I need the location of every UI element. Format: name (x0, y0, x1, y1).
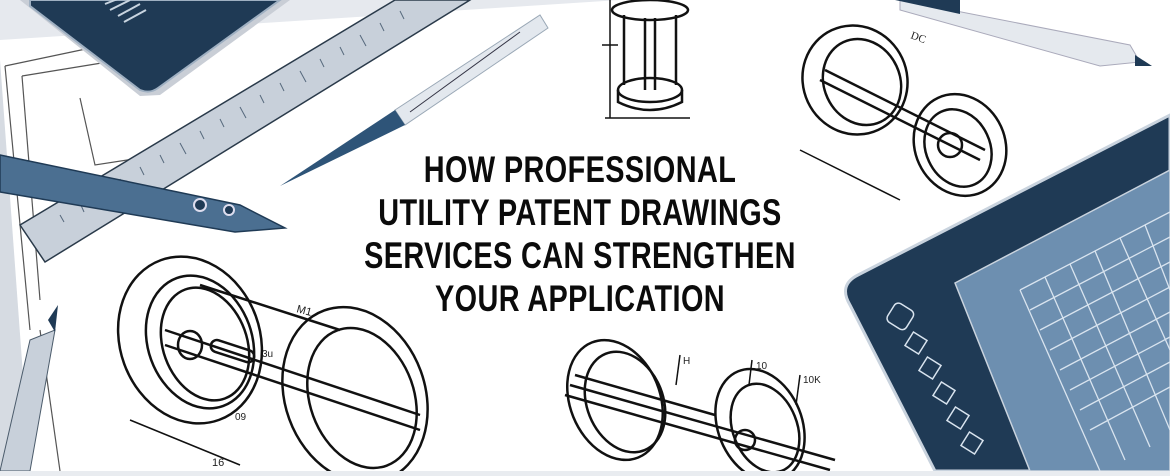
annotation-3u: 3u (262, 349, 273, 360)
headline-line-2: UTILITY PATENT DRAWINGS (362, 191, 799, 234)
annotation-16: 16 (212, 457, 224, 469)
headline-line-1: HOW PROFESSIONAL (362, 148, 799, 191)
annotation-09: 09 (235, 412, 247, 423)
headline-line-4: YOUR APPLICATION (362, 277, 799, 320)
annotation-h: H (683, 356, 690, 367)
headline-line-3: SERVICES CAN STRENGTHEN (362, 234, 799, 277)
annotation-10: 10 (756, 361, 768, 372)
headline: HOW PROFESSIONAL UTILITY PATENT DRAWINGS… (362, 148, 799, 320)
annotation-10k: 10K (803, 375, 821, 386)
